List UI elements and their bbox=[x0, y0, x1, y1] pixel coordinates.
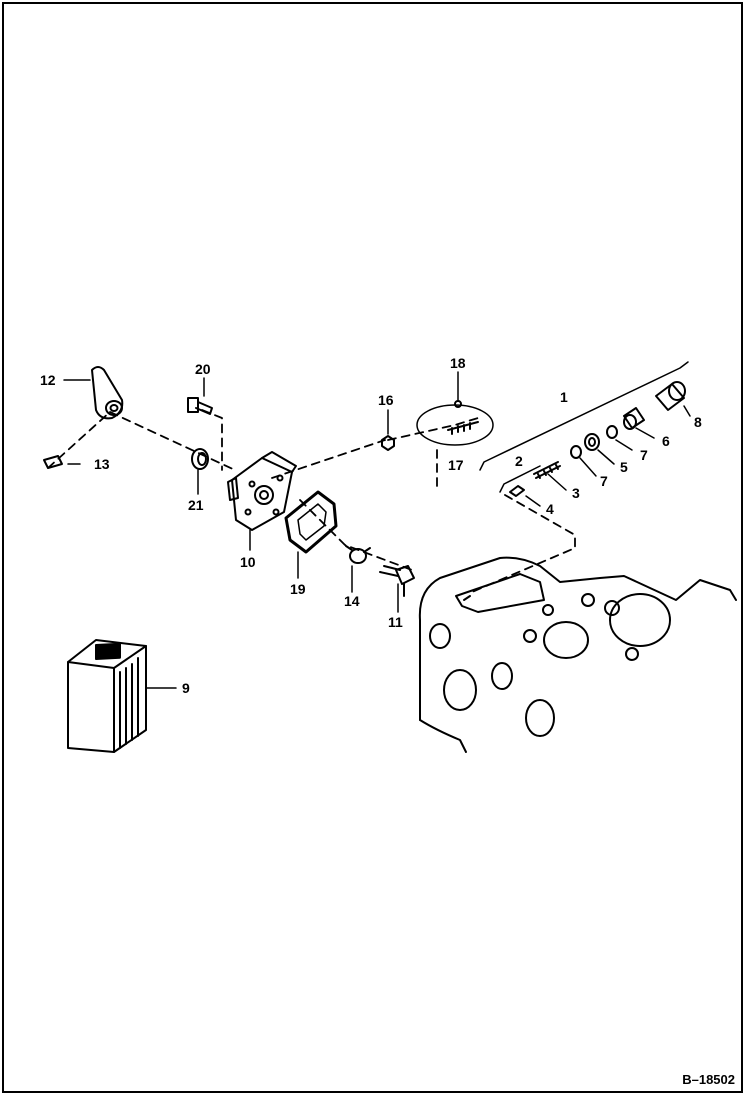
callout-21: 21 bbox=[188, 497, 204, 513]
leader-lines bbox=[63, 371, 691, 689]
callout-20: 20 bbox=[195, 361, 211, 377]
part-13-pin bbox=[43, 455, 63, 469]
callout-5: 5 bbox=[620, 459, 628, 475]
part-9-filter-box bbox=[67, 639, 147, 753]
callout-1: 1 bbox=[560, 389, 568, 405]
part-6-bushing bbox=[623, 407, 645, 430]
part-14-clip bbox=[345, 545, 371, 564]
callout-16: 16 bbox=[378, 392, 394, 408]
assembly-dashed-lines bbox=[47, 409, 576, 593]
part-20-bolt bbox=[187, 397, 213, 415]
callout-4: 4 bbox=[546, 501, 554, 517]
callout-10: 10 bbox=[240, 554, 256, 570]
part-3-spring bbox=[533, 461, 561, 479]
callout-9: 9 bbox=[182, 680, 190, 696]
figure-reference-code: B–18502 bbox=[682, 1072, 735, 1087]
part-8-cap bbox=[655, 381, 686, 411]
callout-2: 2 bbox=[515, 453, 523, 469]
callout-7b: 7 bbox=[640, 447, 648, 463]
callout-14: 14 bbox=[344, 593, 360, 609]
part-21-seal bbox=[191, 448, 209, 470]
part-12-lever bbox=[91, 366, 124, 420]
part-7-washer-a bbox=[570, 445, 582, 459]
callout-17: 17 bbox=[448, 457, 464, 473]
callout-11: 11 bbox=[388, 614, 403, 630]
callout-19: 19 bbox=[290, 581, 306, 597]
part-19-gasket bbox=[284, 490, 338, 554]
callout-13: 13 bbox=[94, 456, 110, 472]
callout-6: 6 bbox=[662, 433, 670, 449]
part-16-nut bbox=[381, 435, 395, 451]
callout-12: 12 bbox=[40, 372, 56, 388]
part-1-group-bracket bbox=[479, 361, 689, 493]
part-17-screw bbox=[416, 400, 494, 446]
engine-block bbox=[418, 556, 737, 753]
callout-7a: 7 bbox=[600, 473, 608, 489]
part-10-pump-body bbox=[227, 451, 297, 531]
part-11-fitting bbox=[379, 565, 415, 597]
callout-labels: 1 2 3 4 5 6 7 7 8 9 10 11 12 13 14 16 17… bbox=[40, 355, 702, 696]
callout-3: 3 bbox=[572, 485, 580, 501]
callout-8: 8 bbox=[694, 414, 702, 430]
part-7-washer-b bbox=[606, 425, 618, 439]
part-5-washer bbox=[584, 433, 600, 451]
part-4-spring bbox=[509, 485, 525, 497]
callout-18: 18 bbox=[450, 355, 466, 371]
